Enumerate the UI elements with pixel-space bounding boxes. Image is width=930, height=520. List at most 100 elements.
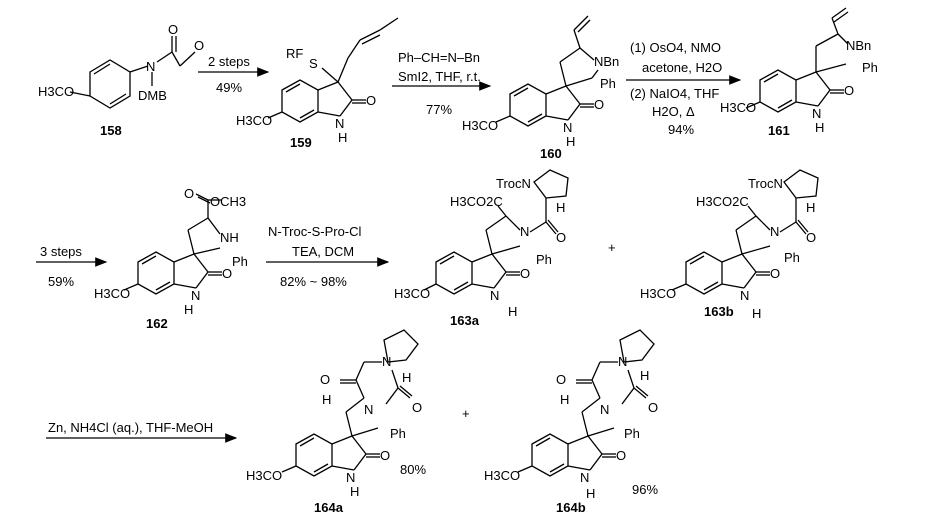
- phenyl-label: Ph: [600, 76, 616, 91]
- carbonyl-o-label: O: [520, 266, 530, 281]
- arrow-6-above: Zn, NH4Cl (aq.), THF-MeOH: [48, 420, 213, 435]
- arrow-2: Ph–CH=N–Bn SmI2, THF, r.t. 77%: [392, 50, 492, 117]
- methoxy-label: H3CO: [720, 100, 756, 115]
- arrow-3-below: 94%: [668, 122, 694, 137]
- plus-sign-2: +: [462, 406, 470, 421]
- compound-159: O N H H3CO S RF 159: [236, 17, 399, 150]
- compound-number-159: 159: [290, 135, 312, 150]
- compound-number-160: 160: [540, 146, 562, 161]
- methoxy-label: H3CO: [236, 113, 272, 128]
- carbonyl-o-label: O: [366, 93, 376, 108]
- arrow-5: N-Troc-S-Pro-Cl TEA, DCM 82% ~ 98%: [266, 224, 390, 289]
- arrow-4-above: 3 steps: [40, 244, 82, 259]
- ring-n-label: N: [770, 224, 779, 239]
- ester-label: H3CO2C: [450, 194, 503, 209]
- carbonyl-o-label: O: [168, 22, 178, 37]
- sulfur-label: S: [309, 56, 318, 71]
- phenyl-label: Ph: [784, 250, 800, 265]
- ester-label: OCH3: [210, 194, 246, 209]
- carbonyl-o-label: O: [222, 266, 232, 281]
- indolinone-h-label: H: [815, 120, 824, 135]
- indolinone-h-label: H: [184, 302, 193, 317]
- indolinone-h-label: H: [586, 486, 595, 501]
- arrow-2-above: SmI2, THF, r.t.: [398, 69, 481, 84]
- arrow-2-reagent: Ph–CH=N–Bn: [398, 50, 480, 65]
- arrow-2-below: 77%: [426, 102, 452, 117]
- indolinone-h-label: H: [752, 306, 761, 321]
- indolinone-n-label: N: [740, 288, 749, 303]
- nbn-label: NBn: [594, 54, 619, 69]
- methoxy-label: H3CO: [640, 286, 676, 301]
- compound-number-163b: 163b: [704, 304, 734, 319]
- compound-number-164a: 164a: [314, 500, 344, 515]
- compound-163b: O N H H3CO N Ph H3CO2C O H TrocN 163b: [640, 169, 819, 321]
- h2-label: H: [640, 368, 649, 383]
- h1-label: H: [322, 392, 331, 407]
- aldehyde-o-label: O: [194, 38, 204, 53]
- carbonyl-o-label: O: [844, 83, 854, 98]
- carbonyl-o-label: O: [380, 448, 390, 463]
- stereo-h-label: H: [556, 200, 565, 215]
- indolinone-h-label: H: [350, 484, 359, 499]
- arrow-5-below: 82% ~ 98%: [280, 274, 347, 289]
- compound-164b: O N H H3CO N Ph H O N O H 96% 164b: [484, 329, 658, 515]
- carbonyl-o-label: O: [594, 97, 604, 112]
- dkp-o2-label: O: [412, 400, 422, 415]
- ring-n-label: N: [520, 224, 529, 239]
- compound-number-163a: 163a: [450, 313, 480, 328]
- arrow-3-line2: acetone, H2O: [642, 60, 722, 75]
- compound-162: O N H H3CO NH Ph O OCH3 162: [94, 186, 248, 331]
- methoxy-label: H3CO: [462, 118, 498, 133]
- h2-label: H: [402, 370, 411, 385]
- amide-n-label: N: [146, 59, 155, 74]
- arrow-1-below: 49%: [216, 80, 242, 95]
- indolinone-n-label: N: [335, 116, 344, 131]
- arrow-6: Zn, NH4Cl (aq.), THF-MeOH: [46, 420, 238, 443]
- troc-label: TrocN: [496, 176, 531, 191]
- compound-163a: O N H H3CO N Ph H3CO2C O H TrocN 163a: [394, 169, 569, 328]
- phenyl-label: Ph: [862, 60, 878, 75]
- rf-label: RF: [286, 46, 303, 61]
- indolinone-n-label: N: [563, 120, 572, 135]
- methoxy-label: H3CO: [484, 468, 520, 483]
- dmb-label: DMB: [138, 88, 167, 103]
- dkp-o1-label: O: [556, 372, 566, 387]
- compound-number-162: 162: [146, 316, 168, 331]
- indolinone-n-label: N: [812, 106, 821, 121]
- compound-160: O N H H3CO NBn Ph 160: [462, 15, 619, 161]
- amide-o-label: O: [806, 230, 816, 245]
- indolinone-n-label: N: [191, 288, 200, 303]
- plus-sign-1: +: [608, 240, 616, 255]
- compound-161: O N H H3CO NBn Ph 161: [720, 7, 878, 138]
- compound-number-158: 158: [100, 123, 122, 138]
- arrow-4: 3 steps 59%: [36, 244, 108, 289]
- amide-o-label: O: [556, 230, 566, 245]
- methoxy-label: H3CO: [94, 286, 130, 301]
- phenyl-label: Ph: [232, 254, 248, 269]
- stereo-h-label: H: [806, 200, 815, 215]
- arrow-3-line4: H2O, Δ: [652, 104, 695, 119]
- arrow-4-below: 59%: [48, 274, 74, 289]
- ring-n2-label: N: [382, 354, 391, 369]
- carbonyl-o-label: O: [616, 448, 626, 463]
- compound-158: H3CO N O O DMB 158: [38, 22, 204, 138]
- ring-n2-label: N: [618, 354, 627, 369]
- nbn-label: NBn: [846, 38, 871, 53]
- phenyl-label: Ph: [624, 426, 640, 441]
- dkp-o1-label: O: [320, 372, 330, 387]
- arrow-3-line1: (1) OsO4, NMO: [630, 40, 721, 55]
- arrow-5-line1: N-Troc-S-Pro-Cl: [268, 224, 362, 239]
- yield-164a: 80%: [400, 462, 426, 477]
- compound-number-164b: 164b: [556, 500, 586, 515]
- phenyl-label: Ph: [390, 426, 406, 441]
- arrow-1: 2 steps 49%: [198, 54, 270, 95]
- h1-label: H: [560, 392, 569, 407]
- arrow-3: (1) OsO4, NMO acetone, H2O (2) NaIO4, TH…: [626, 40, 742, 137]
- carbonyl-o-label: O: [770, 266, 780, 281]
- methoxy-label: H3CO: [394, 286, 430, 301]
- indolinone-n-label: N: [490, 288, 499, 303]
- ring-n1-label: N: [364, 402, 373, 417]
- arrow-1-above: 2 steps: [208, 54, 250, 69]
- indolinone-h-label: H: [338, 130, 347, 145]
